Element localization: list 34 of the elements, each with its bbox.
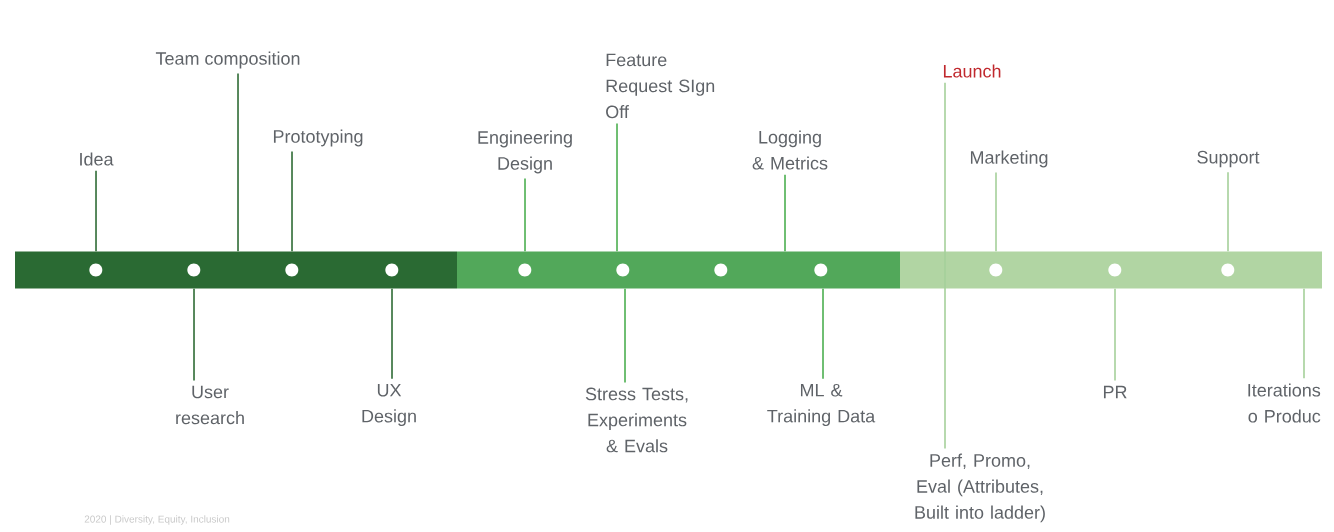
milestone-label: User research <box>176 385 244 425</box>
leader-line <box>291 150 293 253</box>
leader-line <box>784 174 786 253</box>
milestone-label: Launch <box>943 64 1001 78</box>
leader-line <box>616 122 618 253</box>
leader-line <box>237 72 239 253</box>
leader-line <box>624 287 626 384</box>
milestone-label: Marketing <box>970 150 1048 168</box>
leader-line <box>524 177 526 253</box>
leader-line <box>391 287 393 380</box>
leader-line <box>822 287 824 380</box>
timeline-bar <box>900 251 1322 289</box>
milestone-label: Engineering Design <box>478 130 572 174</box>
milestone-label: Iterations o Produc <box>1248 383 1321 423</box>
milestone-label: Logging & Metrics <box>752 130 828 170</box>
milestone-label: Perf, Promo, Eval (Attributes, Built into ladder) <box>915 453 1045 523</box>
milestone-label: UX Design <box>362 383 416 427</box>
milestone-label: Prototyping <box>273 129 363 147</box>
leader-line <box>1303 287 1305 379</box>
milestone-label: Team composition <box>155 51 300 69</box>
timeline-bar <box>457 251 900 289</box>
leader-line <box>995 171 997 253</box>
timeline-bar <box>15 251 457 289</box>
milestone-label: Feature Request SIgn Off <box>606 53 715 119</box>
milestone-label: Idea <box>80 152 114 166</box>
leader-line <box>95 170 97 253</box>
leader-line <box>1227 171 1229 253</box>
milestone-label: Support <box>1197 150 1260 168</box>
leader-line <box>193 287 195 382</box>
milestone-label: Stress Tests, Experiments & Evals <box>585 387 688 453</box>
milestone-label: ML & Training Data <box>767 383 876 427</box>
leader-line <box>944 82 946 450</box>
milestone-label: PR <box>1103 385 1127 399</box>
leader-line <box>1114 287 1116 382</box>
